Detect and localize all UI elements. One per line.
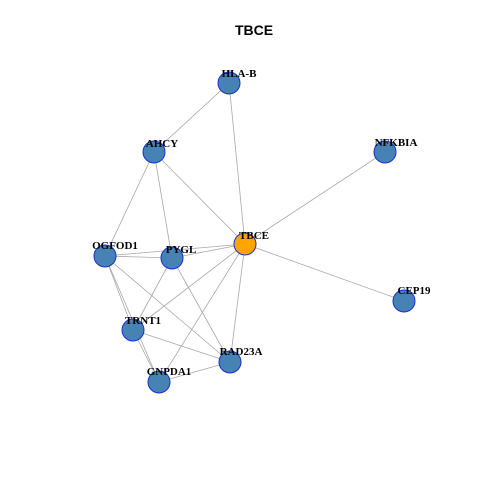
label-layer: HLA-B AHCY NFKBIA OGFOD1 PYGL TBCE CEP19TRNT1R… xyxy=(92,68,431,378)
node-label-hla-b: HLA-B xyxy=(222,68,258,80)
edge-ahcy-pygl xyxy=(153,151,173,259)
edge-ahcy-tbce xyxy=(153,151,246,245)
edge-hla-b-tbce xyxy=(228,82,246,245)
edge-ogfod1-rad23a xyxy=(104,255,231,363)
node-tbce[interactable] xyxy=(233,232,257,256)
node-layer xyxy=(93,71,416,394)
node-trnt1[interactable] xyxy=(121,318,145,342)
edge-tbce-trnt1 xyxy=(132,243,246,331)
edge-trnt1-rad23a xyxy=(132,329,231,363)
node-label-trnt1: TRNT1 xyxy=(125,315,161,327)
node-nfkbia[interactable] xyxy=(373,140,397,164)
node-label-tbce: TBCE xyxy=(239,230,269,242)
node-gnpda1[interactable] xyxy=(147,370,171,394)
edge-tbce-cep19 xyxy=(244,243,405,302)
node-pygl[interactable] xyxy=(160,246,184,270)
node-label-ahcy: AHCY xyxy=(146,138,178,150)
edge-tbce-rad23a xyxy=(229,243,246,363)
node-label-gnpda1: GNPDA1 xyxy=(147,366,192,378)
node-rad23a[interactable] xyxy=(218,350,242,374)
node-cep19[interactable] xyxy=(392,289,416,313)
edge-pygl-tbce xyxy=(171,243,246,259)
edge-layer xyxy=(104,82,405,383)
edge-pygl-trnt1 xyxy=(132,257,173,331)
edge-hla-b-ahcy xyxy=(153,82,230,153)
node-label-ogfod1: OGFOD1 xyxy=(92,240,138,252)
node-label-cep19: CEP19 xyxy=(398,285,432,297)
node-ogfod1[interactable] xyxy=(93,244,117,268)
edge-tbce-gnpda1 xyxy=(158,243,246,383)
edge-rad23a-gnpda1 xyxy=(158,361,231,383)
node-label-nfkbia: NFKBIA xyxy=(375,137,418,149)
node-label-pygl: PYGL xyxy=(166,244,197,256)
node-ahcy[interactable] xyxy=(142,140,166,164)
edge-pygl-rad23a xyxy=(171,257,231,363)
edge-ogfod1-trnt1 xyxy=(104,255,134,331)
diagram-title: TBCE xyxy=(235,22,273,38)
edge-ahcy-ogfod1 xyxy=(104,151,155,257)
node-label-rad23a: RAD23A xyxy=(220,346,263,358)
edge-nfkbia-tbce xyxy=(244,151,386,245)
node-hla-b[interactable] xyxy=(217,71,241,95)
